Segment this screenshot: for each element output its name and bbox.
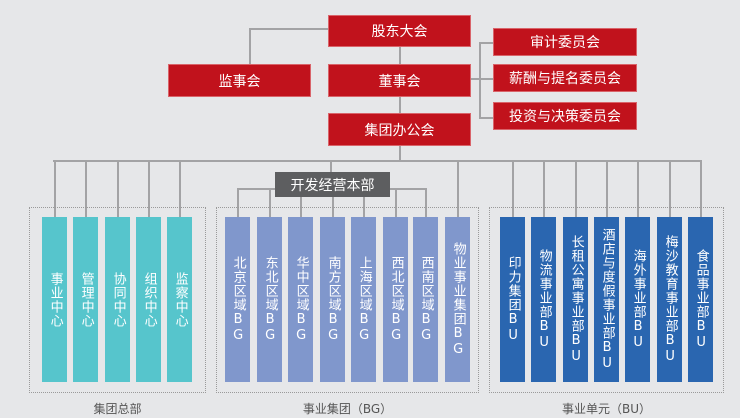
connector <box>300 188 302 217</box>
unit-box: 组织中心 <box>136 217 161 382</box>
committee-box: 投资与决策委员会 <box>493 102 637 130</box>
unit-box: 管理中心 <box>73 217 98 382</box>
unit-box: 物业事业集团BG <box>445 217 470 382</box>
connector <box>85 160 87 217</box>
unit-box: 食品事业部BU <box>688 217 713 382</box>
connector <box>237 188 239 217</box>
connector <box>425 188 427 217</box>
committee-box: 审计委员会 <box>493 28 637 56</box>
unit-label: 北京区域BG <box>230 255 246 344</box>
connector <box>543 160 545 217</box>
hq-group-frame <box>29 207 206 393</box>
unit-label: 事业中心 <box>47 271 63 328</box>
connector <box>148 160 150 217</box>
unit-box: 北京区域BG <box>225 217 250 382</box>
unit-label: 管理中心 <box>78 271 94 328</box>
unit-box: 东北区域BG <box>257 217 282 382</box>
connector <box>117 160 119 217</box>
dev-dept-box: 开发经营本部 <box>275 172 390 197</box>
connector <box>250 28 329 30</box>
connector <box>606 160 608 217</box>
unit-label: 酒店与度假事业部BU <box>599 227 615 372</box>
unit-box: 长租公寓事业部BU <box>563 217 588 382</box>
unit-label: 东北区域BG <box>262 255 278 344</box>
committee-box: 薪酬与提名委员会 <box>493 64 637 92</box>
connector <box>700 160 702 217</box>
connector <box>479 42 493 44</box>
bu-group-frame <box>489 207 724 393</box>
connector <box>179 160 181 217</box>
unit-label: 印力集团BU <box>505 255 521 344</box>
unit-label: 海外事业部BU <box>630 248 646 351</box>
unit-label: 上海区域BG <box>356 255 372 344</box>
bg-caption: 事业集团（BG） <box>302 402 393 416</box>
unit-box: 西南区域BG <box>413 217 438 382</box>
unit-box: 华中区域BG <box>288 217 313 382</box>
board-of-directors-box: 董事会 <box>328 64 471 97</box>
unit-label: 物业事业集团BG <box>450 241 466 358</box>
connector <box>363 188 365 217</box>
unit-box: 协同中心 <box>105 217 130 382</box>
hq-caption: 集团总部 <box>93 402 142 416</box>
unit-box: 海外事业部BU <box>625 217 650 382</box>
connector <box>332 188 334 217</box>
bg-group-frame <box>216 207 479 393</box>
unit-box: 物流事业部BU <box>531 217 556 382</box>
connector <box>53 160 702 162</box>
unit-label: 华中区域BG <box>293 255 309 344</box>
unit-label: 物流事业部BU <box>536 248 552 351</box>
unit-box: 酒店与度假事业部BU <box>594 217 619 382</box>
bu-caption: 事业单元（BU） <box>561 402 652 416</box>
connector <box>399 47 401 160</box>
unit-box: 南方区域BG <box>320 217 345 382</box>
connector <box>669 160 671 217</box>
unit-label: 监察中心 <box>172 271 188 328</box>
unit-box: 事业中心 <box>42 217 67 382</box>
unit-label: 西南区域BG <box>418 255 434 344</box>
unit-box: 梅沙教育事业部BU <box>657 217 682 382</box>
unit-box: 印力集团BU <box>500 217 525 382</box>
unit-label: 长租公寓事业部BU <box>568 234 584 365</box>
connector <box>269 188 271 217</box>
connector <box>575 160 577 217</box>
connector <box>54 160 56 217</box>
connector <box>479 78 493 80</box>
connector <box>249 28 251 65</box>
connector <box>637 160 639 217</box>
supervisory-board-box: 监事会 <box>168 64 311 97</box>
unit-label: 西北区域BG <box>388 255 404 344</box>
connector <box>330 160 332 172</box>
connector <box>479 117 493 119</box>
group-office-meeting-box: 集团办公会 <box>328 113 471 146</box>
shareholders-meeting-box: 股东大会 <box>328 15 471 47</box>
connector <box>395 188 397 217</box>
connector <box>471 78 481 80</box>
connector <box>479 42 481 119</box>
unit-label: 协同中心 <box>110 271 126 328</box>
unit-label: 梅沙教育事业部BU <box>662 234 678 365</box>
unit-label: 食品事业部BU <box>693 248 709 351</box>
connector <box>512 160 514 217</box>
unit-label: 组织中心 <box>141 271 157 328</box>
unit-box: 西北区域BG <box>383 217 408 382</box>
connector <box>457 160 459 217</box>
unit-label: 南方区域BG <box>325 255 341 344</box>
unit-box: 上海区域BG <box>351 217 376 382</box>
unit-box: 监察中心 <box>167 217 192 382</box>
